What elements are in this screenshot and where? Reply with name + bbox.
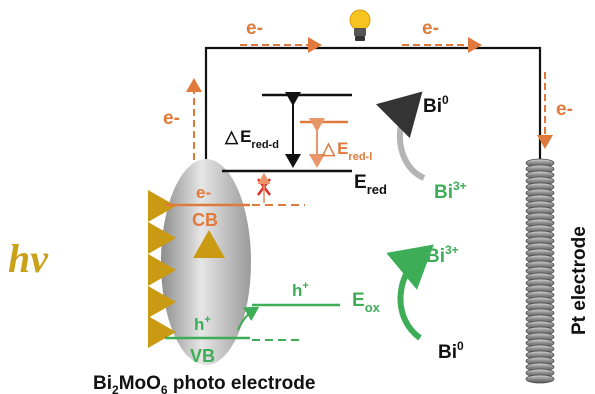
coil-winding <box>525 374 555 384</box>
oxidation-curved-arrow <box>386 244 434 341</box>
hole-transfer-arrow <box>237 306 260 331</box>
electron-label-right: e- <box>556 99 573 120</box>
e-ox-label: Eox <box>352 290 381 315</box>
electron-label-top-right: e- <box>422 18 439 39</box>
pt-electrode-label: Pt electrode <box>569 226 590 335</box>
photo-electrode-caption: Bi2MoO6 photo electrode <box>93 373 315 394</box>
delta-e-red-d-label: △Ered-d <box>224 127 279 151</box>
pt-electrode-coil <box>525 158 555 384</box>
electron-label-left: e- <box>163 108 180 129</box>
hole-path-label: h+ <box>292 280 309 300</box>
delta-e-red-l-label: △Ered-l <box>321 139 372 163</box>
photon-label: hv <box>8 236 49 281</box>
lightbulb-icon <box>349 9 371 41</box>
electron-label-top-left: e- <box>246 18 263 39</box>
bi0-top-label: Bi0 <box>423 93 449 117</box>
cb-electron-label: e- <box>196 183 211 202</box>
bi3-bottom-label: Bi3+ <box>426 243 459 267</box>
circuit-wire <box>204 46 542 160</box>
photo-electrode-ellipse <box>161 159 251 365</box>
light-arrows <box>72 190 176 348</box>
e-red-label: Ered <box>354 172 387 197</box>
vb-hole-label: h+ <box>194 314 211 334</box>
bi0-bottom-label: Bi0 <box>438 339 464 363</box>
cb-label: CB <box>192 210 218 230</box>
vb-label: VB <box>190 346 215 366</box>
bi3-top-label: Bi3+ <box>434 179 467 203</box>
reduction-curved-arrow <box>375 91 426 181</box>
